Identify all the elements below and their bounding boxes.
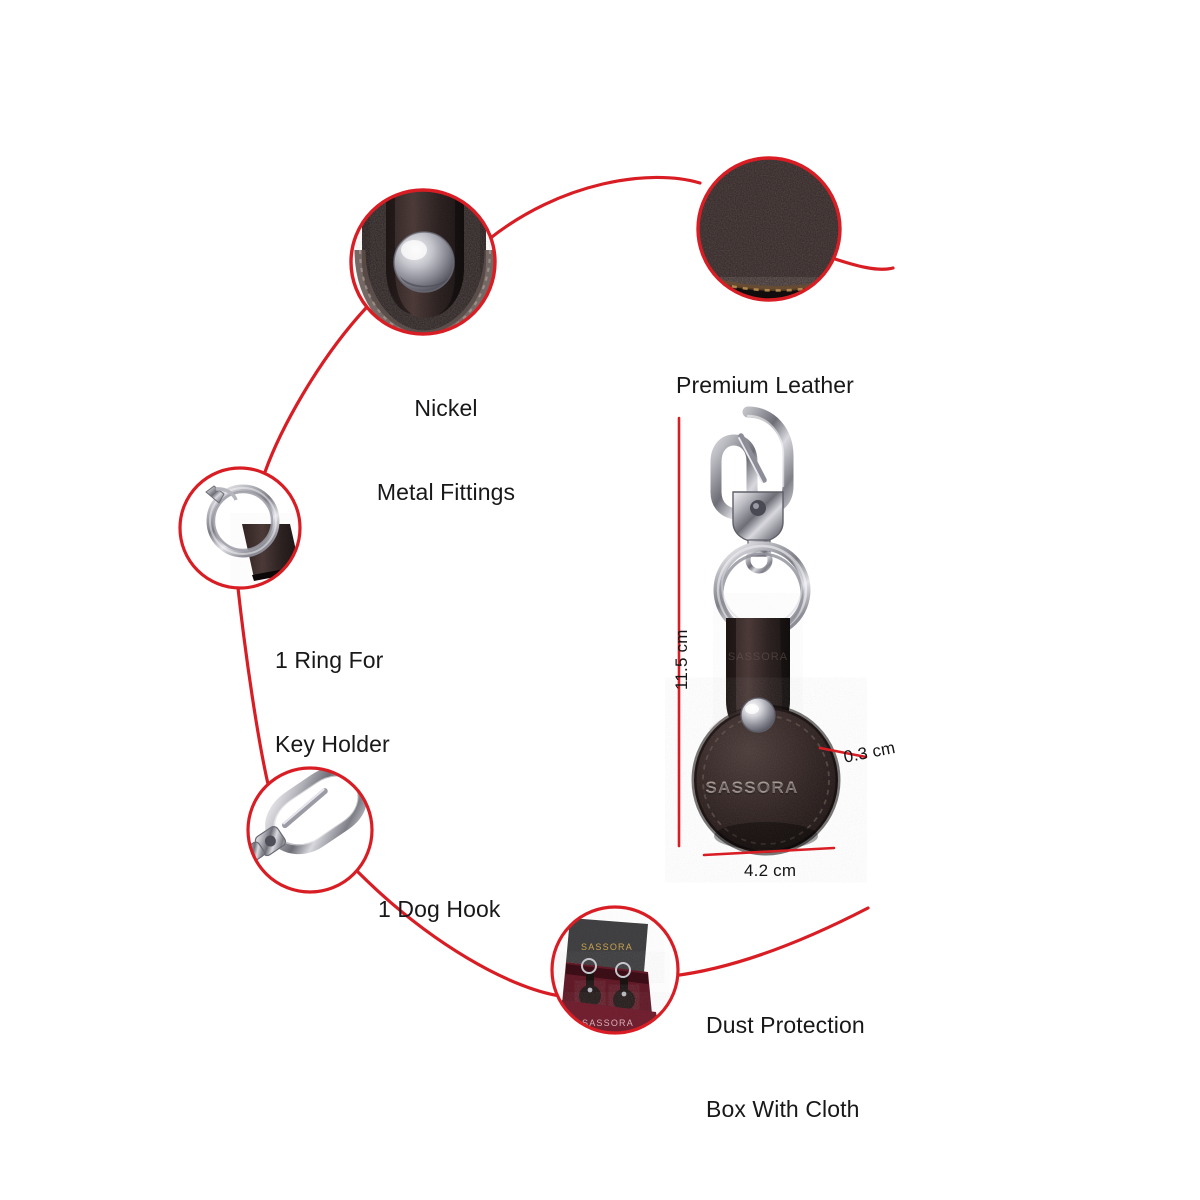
svg-text:SASSORA: SASSORA [728,651,788,663]
callout-ring-keyring [178,466,302,590]
label-keyring-line2: Key Holder [275,731,390,757]
label-nickel-line1: Nickel [414,395,478,421]
label-box-line1: Dust Protection [706,1012,865,1038]
label-leather-line1: Premium Leather [676,372,854,398]
connector-hook-to-box [356,870,562,998]
connector-path-group [236,175,895,998]
product-brand-emboss: SASSORA [705,778,798,797]
connector-leather-tail [830,256,895,271]
dimension-line-width [702,846,836,857]
label-ring-for-key-holder: 1 Ring For Key Holder [275,590,390,814]
callout-ring-box [550,905,680,1035]
dimension-line-thickness [818,746,868,759]
label-dust-protection-box: Dust Protection Box With Cloth [706,955,865,1179]
callout-ring-doghook [246,766,374,894]
box-cloth-brand: SASSORA [582,1018,634,1028]
nickel-photo [351,190,495,334]
split-ring-photo [180,468,300,588]
label-dog-hook: 1 Dog Hook [378,839,500,979]
connector-nickel-to-ring [263,306,368,474]
label-nickel-metal-fittings: Nickel Metal Fittings [366,338,526,562]
svg-text:SASSORA: SASSORA [705,779,798,798]
label-premium-leather: Premium Leather [676,315,854,455]
label-box-line2: Box With Cloth [706,1096,860,1122]
label-nickel-line2: Metal Fittings [376,479,516,505]
product-leather-fob: SASSORA SASSORA [691,697,841,856]
product-lobster-clasp [710,406,794,574]
box-lid-brand: SASSORA [581,942,633,952]
dimension-label-height: 11.5 cm [672,629,691,690]
connector-nickel-to-leather [486,175,702,242]
label-doghook-line1: 1 Dog Hook [378,896,501,922]
dimension-guides [677,416,868,857]
callout-ring-nickel [349,188,497,336]
label-keyring-line1: 1 Ring For [275,647,384,673]
connector-box-tail [670,906,870,978]
connector-ring-to-hook [236,586,270,786]
dimension-label-width: 4.2 cm [744,861,797,880]
callout-ring-leather [696,156,842,302]
